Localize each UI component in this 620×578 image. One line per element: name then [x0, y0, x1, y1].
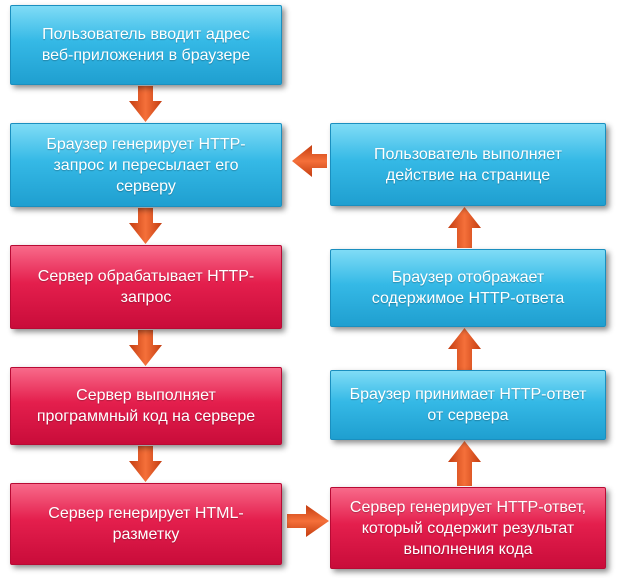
step-server-executes-code-text: Сервер выполняет программный код на серв…	[36, 387, 256, 425]
step-browser-receives-response: Браузер принимает HTTP-ответ от сервера	[330, 370, 606, 440]
step-enter-address-text: Пользователь вводит адрес веб-приложения…	[41, 26, 251, 64]
step-server-processes-request-text: Сервер обрабатывает HTTP- запрос	[37, 268, 255, 306]
arrow-left	[292, 145, 327, 177]
step-server-executes-code: Сервер выполняет программный код на серв…	[10, 367, 282, 445]
step-server-generates-html: Сервер генерирует HTML- разметку	[10, 483, 282, 565]
step-browser-generates-request: Браузер генерирует HTTP- запрос и пересы…	[10, 123, 282, 207]
step-enter-address: Пользователь вводит адрес веб-приложения…	[10, 5, 282, 85]
arrow-down-1	[129, 86, 162, 122]
step-server-generates-response: Сервер генерирует HTTP-ответ, который со…	[330, 487, 606, 569]
step-server-processes-request: Сервер обрабатывает HTTP- запрос	[10, 245, 282, 329]
step-browser-displays-content-text: Браузер отображает содержимое HTTP-ответ…	[371, 269, 565, 307]
step-user-performs-action: Пользователь выполняет действие на стран…	[330, 123, 606, 206]
arrow-right	[287, 505, 329, 537]
arrow-up-3	[448, 207, 481, 248]
step-browser-generates-request-text: Браузер генерирует HTTP- запрос и пересы…	[46, 135, 246, 195]
step-server-generates-html-text: Сервер генерирует HTML- разметку	[48, 505, 244, 543]
step-browser-receives-response-text: Браузер принимает HTTP-ответ от сервера	[349, 386, 587, 424]
arrow-down-2	[129, 208, 162, 244]
step-server-generates-response-text: Сервер генерирует HTTP-ответ, который со…	[349, 498, 587, 558]
step-user-performs-action-text: Пользователь выполняет действие на стран…	[373, 145, 562, 184]
arrow-down-4	[129, 446, 162, 482]
arrow-up-1	[448, 441, 481, 486]
step-browser-displays-content: Браузер отображает содержимое HTTP-ответ…	[330, 249, 606, 327]
arrow-up-2	[448, 328, 481, 370]
arrow-down-3	[129, 330, 162, 366]
